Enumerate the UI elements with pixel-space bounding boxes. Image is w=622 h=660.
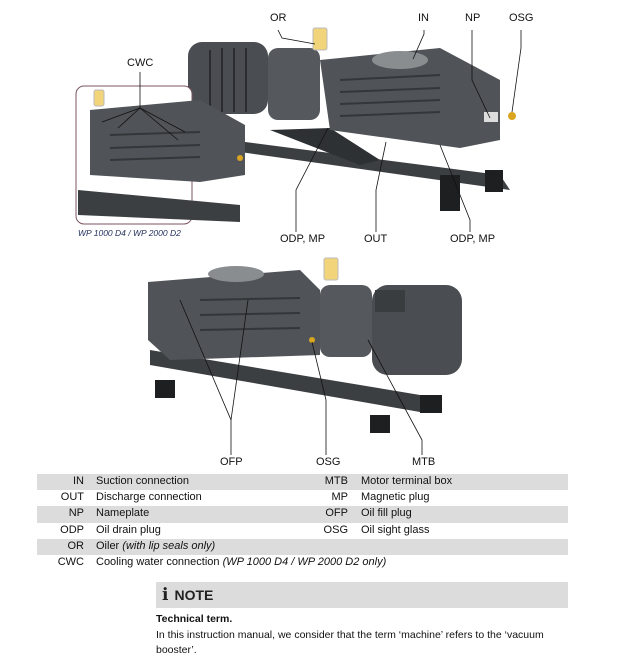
label-mtb: MTB bbox=[412, 456, 436, 468]
legend-abbr: OR bbox=[67, 539, 85, 552]
legend-abbr: ODP bbox=[60, 523, 84, 536]
label-out: OUT bbox=[364, 233, 388, 245]
legend-desc: Oil drain plug bbox=[96, 523, 161, 536]
legend-table: IN Suction connection MTB Motor terminal… bbox=[37, 474, 568, 571]
note-header: ℹ NOTE bbox=[156, 582, 568, 608]
legend-desc: Oil fill plug bbox=[361, 507, 412, 520]
legend-row: OUT Discharge connection MP Magnetic plu… bbox=[37, 490, 568, 506]
legend-desc-note: (WP 1000 D4 / WP 2000 D2 only) bbox=[222, 555, 387, 568]
pump-illustrations bbox=[75, 27, 522, 455]
legend-abbr: IN bbox=[73, 475, 84, 487]
label-osg: OSG bbox=[509, 12, 534, 24]
label-osg-bottom: OSG bbox=[316, 456, 341, 468]
legend-desc: Motor terminal box bbox=[361, 475, 453, 487]
label-np: NP bbox=[465, 12, 481, 24]
label-ofp: OFP bbox=[220, 456, 243, 468]
legend-abbr: OSG bbox=[323, 523, 348, 536]
note-body: In this instruction manual, we consider … bbox=[156, 629, 544, 656]
legend-abbr: CWC bbox=[57, 555, 84, 568]
legend-desc-text: Oiler bbox=[96, 539, 120, 552]
bottom-pump-illustration bbox=[148, 257, 462, 455]
legend-row: ODP Oil drain plug OSG Oil sight glass bbox=[37, 523, 568, 539]
info-icon: ℹ bbox=[162, 585, 169, 605]
inset-illustration bbox=[75, 72, 245, 225]
legend-abbr: MP bbox=[331, 491, 349, 504]
legend-desc: Discharge connection bbox=[96, 491, 202, 504]
label-cwc: CWC bbox=[127, 57, 154, 69]
label-odp-mp-left: ODP, MP bbox=[280, 233, 326, 245]
note-title: Technical term. bbox=[156, 613, 233, 625]
legend-desc: Suction connection bbox=[96, 475, 189, 487]
legend-row: OR Oiler (with lip seals only) bbox=[37, 538, 568, 555]
legend-abbr: OFP bbox=[325, 507, 348, 520]
legend-row: CWC Cooling water connection (WP 1000 D4… bbox=[37, 555, 568, 571]
legend-abbr: OUT bbox=[60, 491, 84, 504]
label-odp-mp-right: ODP, MP bbox=[450, 233, 496, 245]
note-heading: NOTE bbox=[174, 587, 214, 603]
note-box: ℹ NOTE Technical term. In this instructi… bbox=[156, 582, 568, 660]
legend-desc-note: (with lip seals only) bbox=[122, 539, 216, 552]
legend-abbr: MTB bbox=[324, 475, 348, 487]
legend-row: NP Nameplate OFP Oil fill plug bbox=[37, 506, 568, 523]
legend-abbr: NP bbox=[68, 507, 84, 520]
label-or: OR bbox=[270, 12, 287, 24]
top-pump-illustration bbox=[188, 27, 522, 232]
inset-caption: WP 1000 D4 / WP 2000 D2 bbox=[78, 228, 181, 238]
legend-desc-text: Cooling water connection bbox=[96, 555, 220, 568]
legend-desc: Oiler (with lip seals only) bbox=[96, 540, 215, 552]
legend-row: IN Suction connection MTB Motor terminal… bbox=[37, 474, 568, 491]
label-in: IN bbox=[418, 12, 429, 24]
legend-desc: Oil sight glass bbox=[361, 523, 430, 536]
legend-desc: Nameplate bbox=[96, 507, 150, 520]
legend-desc: Cooling water connection (WP 1000 D4 / W… bbox=[96, 556, 386, 568]
legend-desc: Magnetic plug bbox=[361, 491, 430, 504]
